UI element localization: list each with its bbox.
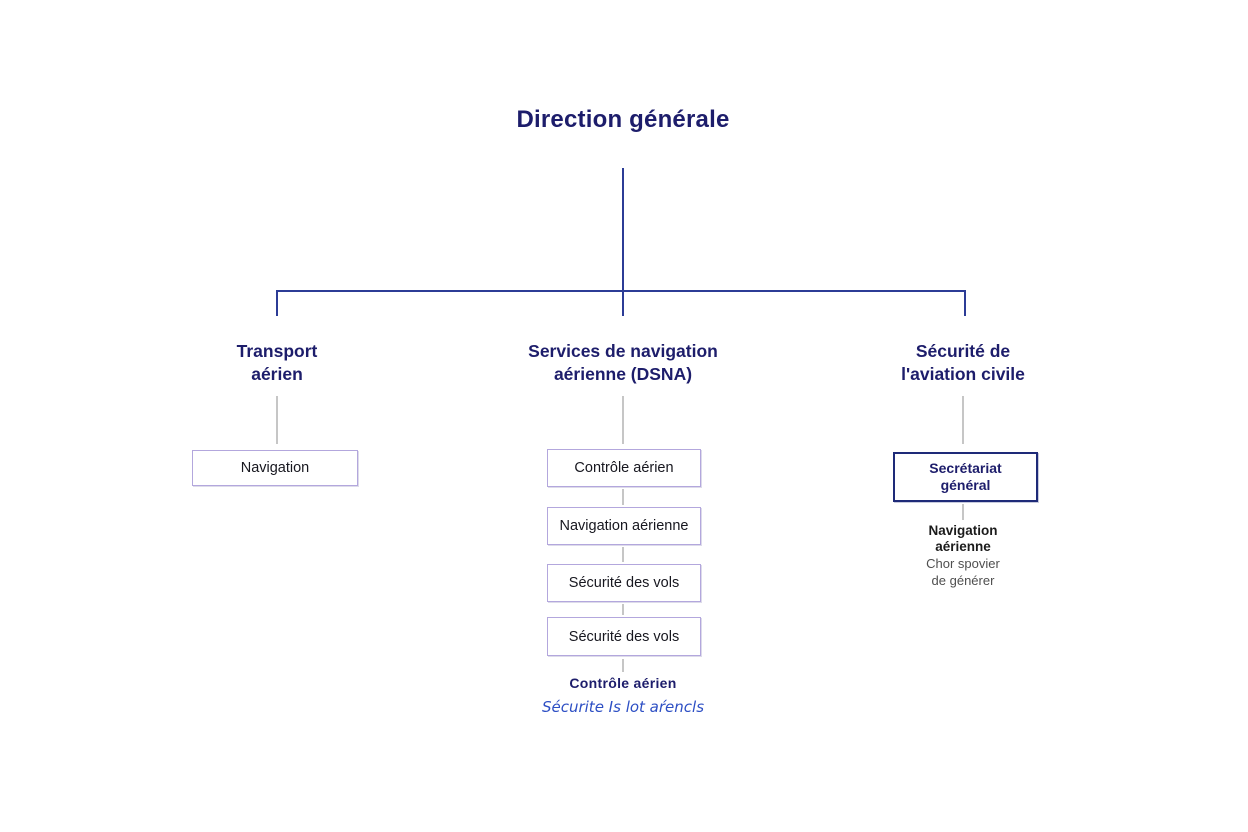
node-secretariat-general-line2: général <box>940 477 991 493</box>
branch-label-securite-line2: l'aviation civile <box>901 364 1025 384</box>
branch-label-dsna-line1: Services de navigation <box>528 341 718 361</box>
stub-transport <box>276 396 278 444</box>
stub-securite-1 <box>962 504 964 520</box>
node-navigation: Navigation <box>192 450 358 486</box>
stub-dsna-2 <box>622 547 624 562</box>
node-navigation-label: Navigation <box>240 460 310 476</box>
branch-label-transport-line2: aérien <box>251 364 303 384</box>
stub-dsna-1 <box>622 489 624 505</box>
stub-dsna-3 <box>622 604 624 615</box>
branch-label-dsna: Services de navigation aérienne (DSNA) <box>473 340 773 386</box>
node-securite-des-vols-2: Sécurité des vols <box>547 617 701 656</box>
branch-label-securite-line1: Sécurité de <box>915 341 1011 361</box>
caption-navigation-aerienne-line2: aérienne <box>935 539 991 554</box>
node-secretariat-general-line1: Secrétariat <box>929 460 1002 476</box>
branch-label-transport: Transport aérien <box>177 340 377 386</box>
caption-muted-line1: Chor spovier <box>926 556 1000 571</box>
caption-navigation-aerienne: Navigation aérienne <box>883 523 1043 555</box>
branch-label-dsna-line2: aérienne (DSNA) <box>553 364 693 384</box>
caption-muted: Chor spovier de générer <box>883 556 1043 589</box>
page-title: Direction générale <box>516 106 730 133</box>
node-controle-aerien-label: Contrôle aérien <box>574 460 674 476</box>
connector-drop-right <box>964 290 966 316</box>
node-securite-des-vols-1-label: Sécurité des vols <box>568 575 680 591</box>
caption-muted-line2: de générer <box>931 572 995 588</box>
footnote-controle-aerien: Contrôle aérien <box>569 675 677 691</box>
connector-trunk <box>622 168 624 316</box>
node-securite-des-vols-1: Sécurité des vols <box>547 564 701 602</box>
connector-drop-left <box>276 290 278 316</box>
connector-horizontal <box>276 290 966 292</box>
caption-navigation-aerienne-line1: Navigation <box>928 523 998 538</box>
stub-dsna <box>622 396 624 444</box>
node-securite-des-vols-2-label: Sécurité des vols <box>568 628 680 645</box>
node-secretariat-general: Secrétariat général <box>893 452 1038 502</box>
footnote-securite-italic: Sécurite Is lot aŕencls <box>541 698 705 716</box>
stub-securite <box>962 396 964 444</box>
node-navigation-aerienne: Navigation aérienne <box>547 507 701 545</box>
stub-dsna-4 <box>622 659 624 672</box>
branch-label-transport-line1: Transport <box>236 341 318 361</box>
node-controle-aerien: Contrôle aérien <box>547 449 701 487</box>
branch-label-securite: Sécurité de l'aviation civile <box>863 340 1063 386</box>
node-navigation-aerienne-label: Navigation aérienne <box>559 518 689 534</box>
